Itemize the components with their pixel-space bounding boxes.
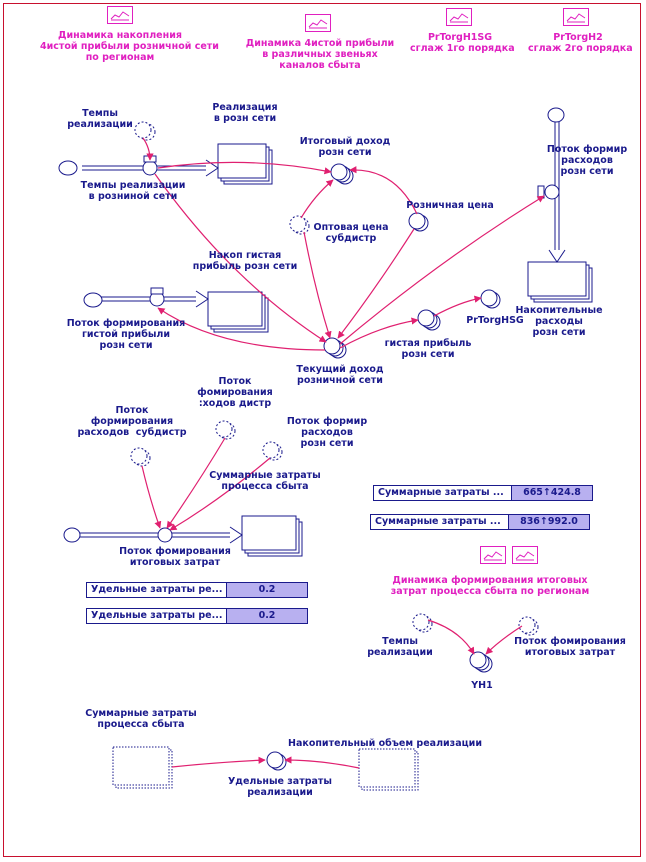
label-optov-cena: Оптовая цена субдистр — [313, 222, 389, 244]
table-summ-zatr-2[interactable]: Суммарные затраты ... 836↑992.0 — [370, 514, 590, 530]
graph-label-3: PrTorgH1SG сглаж 1го порядка — [410, 32, 515, 54]
graph-icon-5b[interactable] — [512, 546, 538, 564]
label-potok-form-dist: Поток фомирования :ходов дистр — [197, 376, 273, 409]
cloud-source-4 — [63, 527, 81, 543]
stock-realiz-rozn[interactable] — [217, 143, 273, 185]
table-value: 836↑992.0 — [509, 515, 589, 529]
flow-potok-chist[interactable] — [100, 287, 209, 308]
graph-icon-2[interactable] — [305, 14, 331, 32]
graph-label-4: PrTorgH2 сглаж 2го порядка — [528, 32, 633, 54]
cloud-source-2 — [83, 292, 103, 308]
ghost-converter-tempy2[interactable] — [412, 613, 433, 633]
graph-label-5: Динамика формирования итоговых затрат пр… — [390, 575, 590, 597]
converter-tek-dohod[interactable] — [323, 337, 347, 359]
label-potok-itog2: Поток фомирования итоговых затрат — [514, 636, 626, 658]
converter-itog-dohod[interactable] — [330, 163, 354, 185]
label-nakop-chist: Накоп гистая прибыль розн сети — [192, 250, 298, 272]
ghost-stock-nakop-obem[interactable] — [358, 748, 419, 791]
ghost-converter-subd[interactable] — [130, 447, 151, 467]
label-tempy-realiz-rozn: Темпы реализации в розниной сети — [80, 180, 186, 202]
table-value: 665↑424.8 — [512, 486, 592, 500]
graph-icon-5a[interactable] — [480, 546, 506, 564]
ghost-converter-dist[interactable] — [215, 420, 236, 440]
diagram-frame — [3, 3, 641, 857]
label-summ-zatr: Суммарные затраты процесса сбыта — [209, 470, 321, 492]
label-itog-dohod: Итоговый доход розн сети — [299, 136, 391, 158]
ghost-converter-itog2[interactable] — [518, 616, 539, 636]
label-tek-dohod: Текущий доход розничной сети — [296, 364, 384, 386]
ghost-converter-rash2[interactable] — [262, 441, 283, 461]
table-value: 0.2 — [227, 609, 307, 623]
graph-label-1: Динамика накопления 4истой прибыли розни… — [40, 30, 219, 63]
label-udel-zatr: Удельные затраты реализации — [227, 776, 333, 798]
ghost-stock-summ-zatr[interactable] — [112, 746, 173, 789]
graph-icon-3[interactable] — [446, 8, 472, 26]
label-potok-rash-subd: Поток формирования расходов субдистр — [77, 405, 187, 438]
converter-yh1[interactable] — [469, 651, 493, 673]
cloud-source-3 — [547, 107, 565, 123]
label-potok-form-rash: Поток формир расходов розн сети — [546, 144, 628, 177]
table-summ-zatr-1[interactable]: Суммарные затраты ... 665↑424.8 — [373, 485, 593, 501]
label-nakop-rash: Накопительные расходы розн сети — [515, 305, 603, 338]
table-name: Суммарные затраты ... — [374, 486, 512, 500]
table-udel-zatr-2[interactable]: Удельные затраты ре... 0.2 — [86, 608, 308, 624]
table-name: Суммарные затраты ... — [371, 515, 509, 529]
converter-prtorghsg[interactable] — [480, 289, 501, 309]
label-chist-pribyl: гистая прибыль розн сети — [384, 338, 472, 360]
label-summ-zatr2: Суммарные затраты процесса сбыта — [85, 708, 197, 730]
label-tempy2: Темпы реализации — [367, 636, 433, 658]
label-potok-form-chist: Поток формирования гистой прибыли розн с… — [66, 318, 186, 351]
converter-udel-zatr[interactable] — [266, 751, 287, 771]
flow-potok-rash[interactable] — [537, 122, 566, 263]
label-prtorghsg: PrTorgHSG — [466, 315, 524, 326]
table-value: 0.2 — [227, 583, 307, 597]
label-tempy-realiz: Темпы реализации — [67, 108, 133, 130]
table-name: Удельные затраты ре... — [87, 583, 227, 597]
label-nakop-obem: Накопительный объем реализации — [288, 738, 482, 749]
label-realiz-rozn: Реализация в розн сети — [212, 102, 278, 124]
converter-chist-pribyl[interactable] — [417, 309, 441, 331]
flow-potok-itog[interactable] — [78, 526, 243, 544]
table-name: Удельные затраты ре... — [87, 609, 227, 623]
label-yh1: YH1 — [471, 680, 493, 691]
table-udel-zatr-1[interactable]: Удельные затраты ре... 0.2 — [86, 582, 308, 598]
label-potok-form-rash2: Поток формир расходов розн сети — [286, 416, 368, 449]
converter-rozn-cena[interactable] — [408, 212, 429, 232]
graph-label-2: Динамика 4истой прибыли в различных звен… — [245, 38, 395, 71]
label-rozn-cena: Розничная цена — [406, 200, 494, 211]
graph-icon-1[interactable] — [107, 6, 133, 24]
ghost-converter-tempy[interactable] — [134, 121, 156, 141]
graph-icon-4[interactable] — [563, 8, 589, 26]
cloud-source-1 — [58, 160, 78, 176]
stock-nakop-rash[interactable] — [527, 261, 593, 303]
connectors — [141, 137, 545, 769]
stock-nakop-chist[interactable] — [207, 291, 269, 333]
label-potok-itog: Поток фомирования итоговых затрат — [119, 546, 231, 568]
stock-itog-zatr[interactable] — [241, 515, 303, 557]
